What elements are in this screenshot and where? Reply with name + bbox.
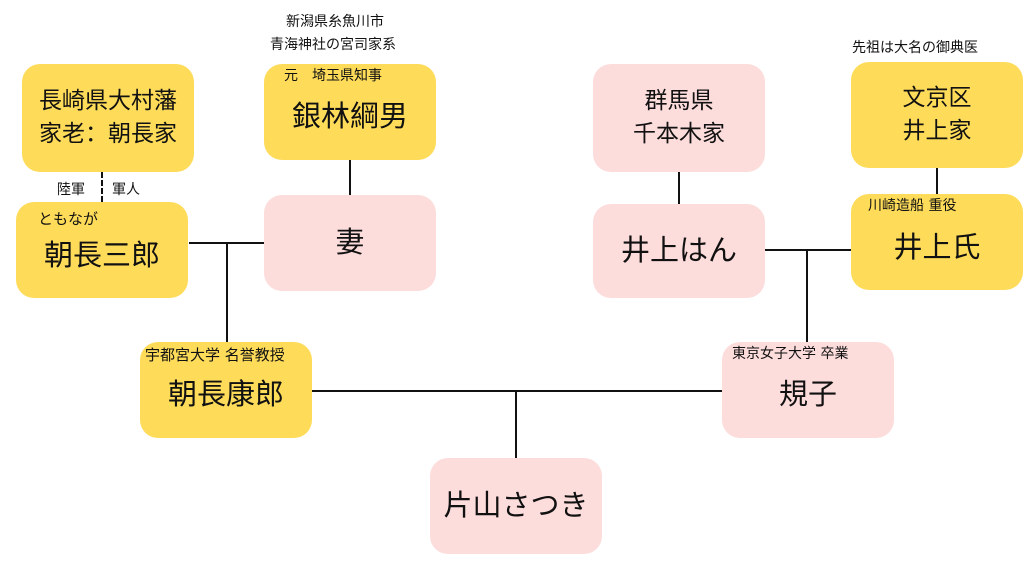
link-ginbayashi-wife	[349, 160, 351, 195]
saburo-furigana: ともなが	[38, 210, 99, 228]
inoue-shi-title: 川崎造船 重役	[868, 198, 957, 214]
ginbayashi-note-1: 新潟県糸魚川市	[286, 14, 384, 30]
ginbayashi-title: 元 埼玉県知事	[284, 68, 382, 84]
yasuro-title: 宇都宮大学 名誉教授	[145, 346, 285, 364]
inoue-shi-name: 井上氏	[893, 230, 981, 265]
marriage-line-inoue	[764, 249, 852, 251]
saburo-soldier-note: 軍人	[112, 182, 140, 198]
senbongi-line1: 群馬県	[644, 87, 714, 114]
ginbayashi-name: 銀林綱男	[291, 99, 408, 134]
ginbayashi-note-2: 青海神社の宮司家系	[270, 37, 396, 53]
link-senbongi-inoue-han	[678, 172, 680, 204]
satsuki-name: 片山さつき	[443, 488, 589, 523]
saburo-node: 朝長三郎	[16, 202, 188, 298]
satsuki-node: 片山さつき	[430, 458, 602, 554]
noriko-node: 規子	[722, 342, 894, 438]
saburo-name: 朝長三郎	[43, 238, 160, 273]
inoue-han-name: 井上はん	[620, 233, 737, 268]
omura-karo-line2: 家老：朝長家	[39, 121, 177, 147]
inoue-shi-node: 井上氏	[851, 194, 1023, 290]
bunkyo-inoue-node: 文京区 井上家	[851, 62, 1023, 168]
link-omura-saburo-dashed	[101, 172, 103, 202]
link-parents-satsuki	[515, 390, 517, 458]
senbongi-line2: 千本木家	[633, 121, 725, 147]
saburo-army-note: 陸軍	[57, 182, 85, 198]
wife-name: 妻	[335, 225, 365, 260]
bunkyo-line2: 井上家	[902, 118, 972, 144]
senbongi-node: 群馬県 千本木家	[593, 64, 765, 172]
inoue-han-node: 井上はん	[593, 204, 765, 298]
noriko-title: 東京女子大学 卒業	[732, 346, 849, 362]
yasuro-name: 朝長康郎	[167, 377, 284, 412]
omura-karo-node: 長崎県大村藩 家老：朝長家	[22, 64, 194, 172]
yasuro-node: 朝長康郎	[140, 342, 312, 438]
link-saburo-yasuro	[226, 242, 228, 360]
bunkyo-line1: 文京区	[902, 84, 972, 111]
ginbayashi-node: 銀林綱男	[264, 64, 436, 160]
link-inoue-noriko	[806, 249, 808, 344]
wife-node: 妻	[264, 195, 436, 291]
omura-karo-line1: 長崎県大村藩	[39, 87, 177, 114]
noriko-name: 規子	[778, 377, 837, 412]
link-bunkyo-inoue-shi	[936, 168, 938, 194]
marriage-line-yasuro-noriko	[312, 390, 722, 392]
bunkyo-note: 先祖は大名の御典医	[852, 40, 978, 56]
